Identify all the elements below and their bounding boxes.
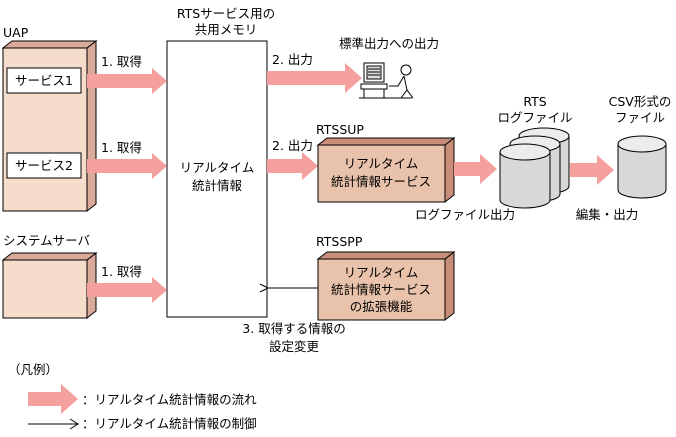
acquire-label-1: 1. 取得: [101, 54, 142, 69]
csv-title-2: ファイル: [615, 110, 665, 125]
acquire-arrow-2: [87, 153, 167, 179]
rts-logfile-cylinders: [499, 127, 570, 209]
setting-change-label-2: 設定変更: [269, 339, 320, 354]
rtsspp-line1: リアルタイム: [344, 265, 419, 280]
logfile-arrow: [454, 154, 497, 184]
rtsspp-line3: の拡張機能: [350, 299, 413, 314]
uap-service2-label: サービス2: [15, 158, 73, 173]
rtssup-line1: リアルタイム: [344, 156, 419, 171]
uap-label: UAP: [3, 25, 29, 40]
shared-memory-title-1: RTSサービス用の: [177, 6, 275, 21]
shared-memory-box: [166, 40, 268, 318]
rtssup-line2: 統計情報サービス: [331, 174, 431, 189]
acquire-label-3: 1. 取得: [101, 264, 142, 279]
legend-flow-arrow: [28, 384, 78, 414]
csv-arrow: [570, 155, 614, 185]
uap-box: [1, 39, 98, 213]
rtssup-name: RTSSUP: [316, 122, 364, 137]
rts-logfile-title-1: RTS: [523, 94, 546, 109]
acquire-arrow-3: [87, 277, 167, 303]
output-rtssup-label: 2. 出力: [272, 138, 313, 153]
legend-control-arrowhead: [69, 418, 79, 430]
acquire-label-2: 1. 取得: [101, 140, 142, 155]
output-rtssup-arrow: [267, 152, 318, 180]
legend-flow-label: ：リアルタイム統計情報の流れ: [82, 392, 257, 407]
terminal-user-icon: [359, 62, 414, 99]
legend-title: （凡例）: [8, 362, 58, 377]
system-server-label: システムサーバ: [3, 233, 90, 248]
shared-memory-title-2: 共用メモリ: [195, 22, 258, 37]
rts-logfile-title-2: ログファイル: [497, 110, 572, 125]
csv-file-cylinder: [617, 135, 667, 199]
logfile-output-label: ログファイル出力: [415, 207, 515, 222]
uap-service1-box: [6, 67, 82, 94]
output-std-label: 2. 出力: [272, 52, 313, 67]
rtssup-box: [316, 136, 456, 204]
rtsspp-name: RTSSPP: [316, 234, 363, 249]
stdout-title: 標準出力への出力: [339, 36, 439, 51]
shared-memory-content-2: 統計情報: [192, 178, 243, 193]
edit-output-label: 編集・出力: [576, 207, 639, 222]
output-std-arrow: [267, 63, 362, 93]
acquire-arrow-1: [87, 68, 167, 94]
csv-title-1: CSV形式の: [609, 94, 672, 109]
uap-service2-box: [6, 152, 82, 179]
rtsspp-box: [316, 250, 456, 322]
rtsspp-line2: 統計情報サービス: [331, 282, 431, 297]
setting-change-label-1: 3. 取得する情報の: [242, 321, 345, 336]
legend-control-label: ：リアルタイム統計情報の制御: [82, 416, 257, 431]
shared-memory-content-1: リアルタイム: [180, 160, 255, 175]
system-server-box: [1, 251, 98, 320]
uap-service1-label: サービス1: [15, 73, 73, 88]
